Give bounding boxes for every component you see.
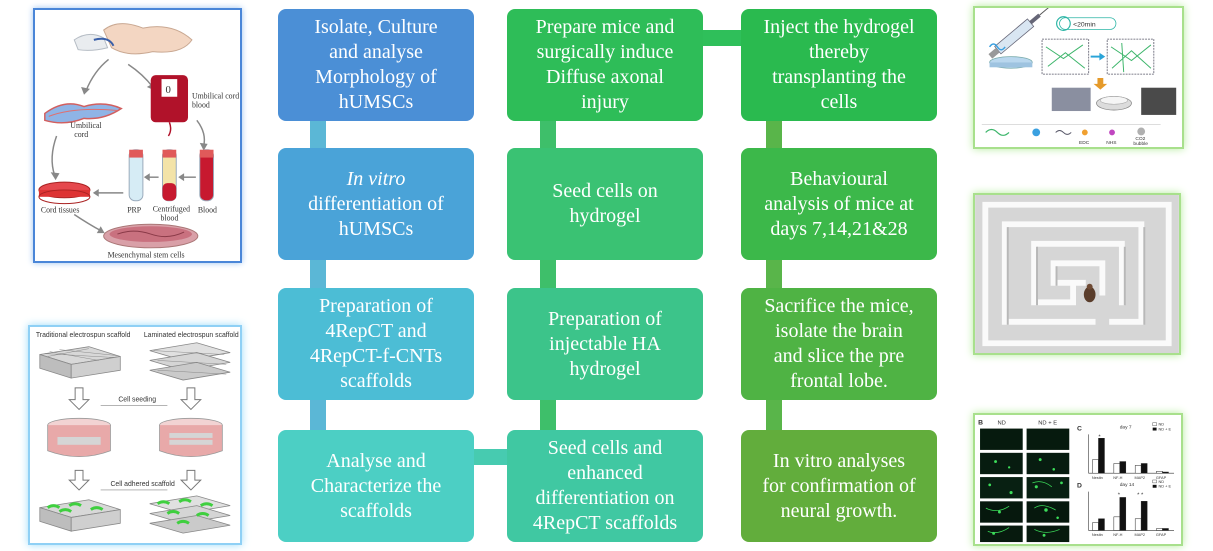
chart2-bar-2-1 [1140, 501, 1148, 531]
chart2-bar-0-1 [1098, 518, 1105, 531]
scaffold-illustration: Traditional electrospun scaffold Laminat… [36, 332, 239, 534]
mouse-icon [1083, 286, 1096, 303]
label-panel-d: D [1077, 483, 1082, 490]
microscopy-grid [980, 428, 1070, 543]
chart2-star2: * * [1137, 492, 1144, 498]
label-umbilical-cord-1: Umbilical [70, 121, 102, 130]
label-co2-2: bubble [1133, 141, 1148, 147]
label-umbilical-cord-2: cord [74, 130, 88, 139]
label-centrifuged-2: blood [161, 213, 179, 222]
label-edc: EDC [1079, 140, 1090, 146]
umbilical-cord-illustration: Umbilical cord 0 Umbilical cord blood PR… [38, 23, 239, 260]
label-co2-1: CO2 [1135, 136, 1145, 142]
chart2-bar-1-1 [1119, 497, 1127, 531]
chart2-legend-nd: ND [1159, 479, 1165, 484]
label-nhs: NHS [1106, 140, 1117, 146]
chart1-legend-nde: ND + E [1159, 427, 1172, 432]
chart-day7: Nestin NF-H MAP2 GFAP [1088, 434, 1175, 480]
connector-col2-col3 [698, 30, 744, 46]
chart1-legend: ND ND + E [1152, 422, 1172, 432]
chart2-tick-0: Nestin [1092, 532, 1103, 537]
panel-scaffold: Traditional electrospun scaffold Laminat… [28, 325, 242, 545]
chart1-bar-0-1 [1098, 438, 1105, 474]
panel-results: B ND ND + E [973, 413, 1183, 546]
label-cord-blood-1: Umbilical cord [192, 92, 239, 101]
chart2-bar-3-0 [1156, 528, 1163, 531]
chart1-bar-1-1 [1119, 461, 1127, 474]
panel-maze [973, 193, 1181, 355]
chart-day14: Nestin NF-H MAP2 GFAP [1088, 491, 1175, 537]
chart2-star: * [1118, 492, 1121, 498]
chart2-bar-1-0 [1113, 516, 1121, 531]
chart1-tick-0: Nestin [1092, 475, 1103, 480]
label-prp: PRP [127, 205, 142, 214]
chart1-bar-2-0 [1134, 465, 1142, 474]
label-nde: ND + E [1038, 421, 1057, 427]
chart1-legend-nd: ND [1159, 422, 1165, 427]
chart1-bar-1-0 [1113, 463, 1121, 474]
maze-illustration [975, 195, 1179, 353]
results-illustration: B ND ND + E [978, 420, 1175, 543]
label-cell-adhered: Cell adhered scaffold [110, 481, 175, 488]
chart1-bar-3-0 [1156, 471, 1163, 474]
label-timer: <20min [1073, 21, 1096, 28]
chart1-bar-3-1 [1162, 471, 1169, 474]
chart2-bar-2-0 [1134, 518, 1142, 531]
chart2-tick-1: NF-H [1113, 532, 1122, 537]
chart2-legend: ND ND + E [1152, 479, 1172, 489]
connector-col1-col2 [470, 449, 510, 465]
label-nd: ND [997, 421, 1005, 427]
chart1-bar-2-1 [1140, 463, 1148, 474]
chart1-tick-2: MAP2 [1135, 475, 1146, 480]
chart1-star: * [1098, 434, 1101, 440]
panel-umbilical-cord: Umbilical cord 0 Umbilical cord blood PR… [33, 8, 242, 263]
chart2-bar-0-0 [1092, 522, 1099, 531]
hydrogel-illustration: <20min EDC NHS CO2 bubble [981, 8, 1177, 147]
label-centrifuged-1: Centrifuged [153, 205, 190, 214]
label-cell-seeding: Cell seeding [118, 397, 156, 404]
label-cord-tissues: Cord tissues [41, 205, 80, 214]
panel-hydrogel: <20min EDC NHS CO2 bubble [973, 6, 1184, 149]
label-panel-c: C [1077, 426, 1082, 433]
chart2-title: day 14 [1120, 482, 1135, 488]
label-traditional-scaffold: Traditional electrospun scaffold [36, 332, 131, 339]
chart1-bar-0-0 [1092, 459, 1099, 474]
label-cord-blood-2: blood [192, 101, 210, 110]
chart2-tick-2: MAP2 [1135, 532, 1146, 537]
chart2-tick-3: GFAP [1156, 532, 1167, 537]
chart2-bar-3-1 [1162, 528, 1169, 531]
chart2-legend-nde: ND + E [1159, 484, 1172, 489]
label-blood: Blood [198, 205, 217, 214]
label-msc: Mesenchymal stem cells [108, 251, 185, 260]
label-laminated-scaffold: Laminated electrospun scaffold [144, 332, 239, 339]
label-panel-b: B [978, 420, 983, 427]
chart1-title: day 7 [1120, 425, 1132, 431]
chart1-tick-3: GFAP [1156, 475, 1167, 480]
chart1-tick-1: NF-H [1113, 475, 1122, 480]
blood-bag-label: 0 [165, 84, 170, 96]
